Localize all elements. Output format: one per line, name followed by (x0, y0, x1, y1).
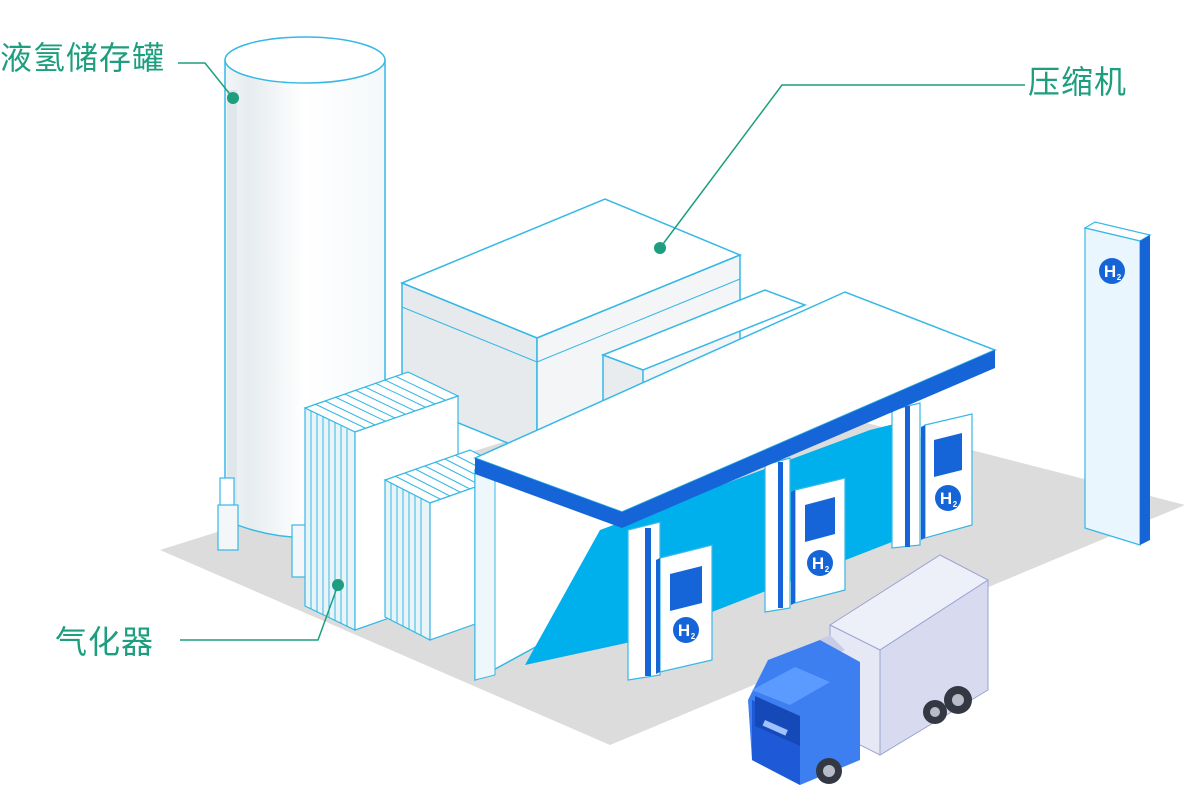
vaporizer-leader-line (180, 584, 339, 641)
label-liquid-hydrogen-tank: 液氢储存罐 (0, 39, 166, 77)
h2-sign-pylon (1083, 221, 1152, 546)
delivery-truck-icon (748, 554, 989, 785)
label-compressor: 压缩机 (1028, 63, 1128, 101)
vaporizer-marker-dot (332, 579, 344, 591)
hydrogen-h2-icon (1099, 258, 1125, 284)
callout-leaders (178, 62, 1025, 641)
dispenser-2 (791, 477, 846, 605)
dispenser-3 (921, 413, 973, 540)
liquid-hydrogen-tank (217, 36, 386, 578)
dispenser-1 (656, 544, 713, 674)
tank-marker-dot (227, 92, 239, 104)
compressor-leader-line (659, 84, 1025, 249)
tank-leader-line (178, 62, 234, 99)
station-canopy (473, 291, 997, 682)
label-vaporizer: 气化器 (55, 623, 155, 661)
compressor-marker-dot (654, 242, 666, 254)
